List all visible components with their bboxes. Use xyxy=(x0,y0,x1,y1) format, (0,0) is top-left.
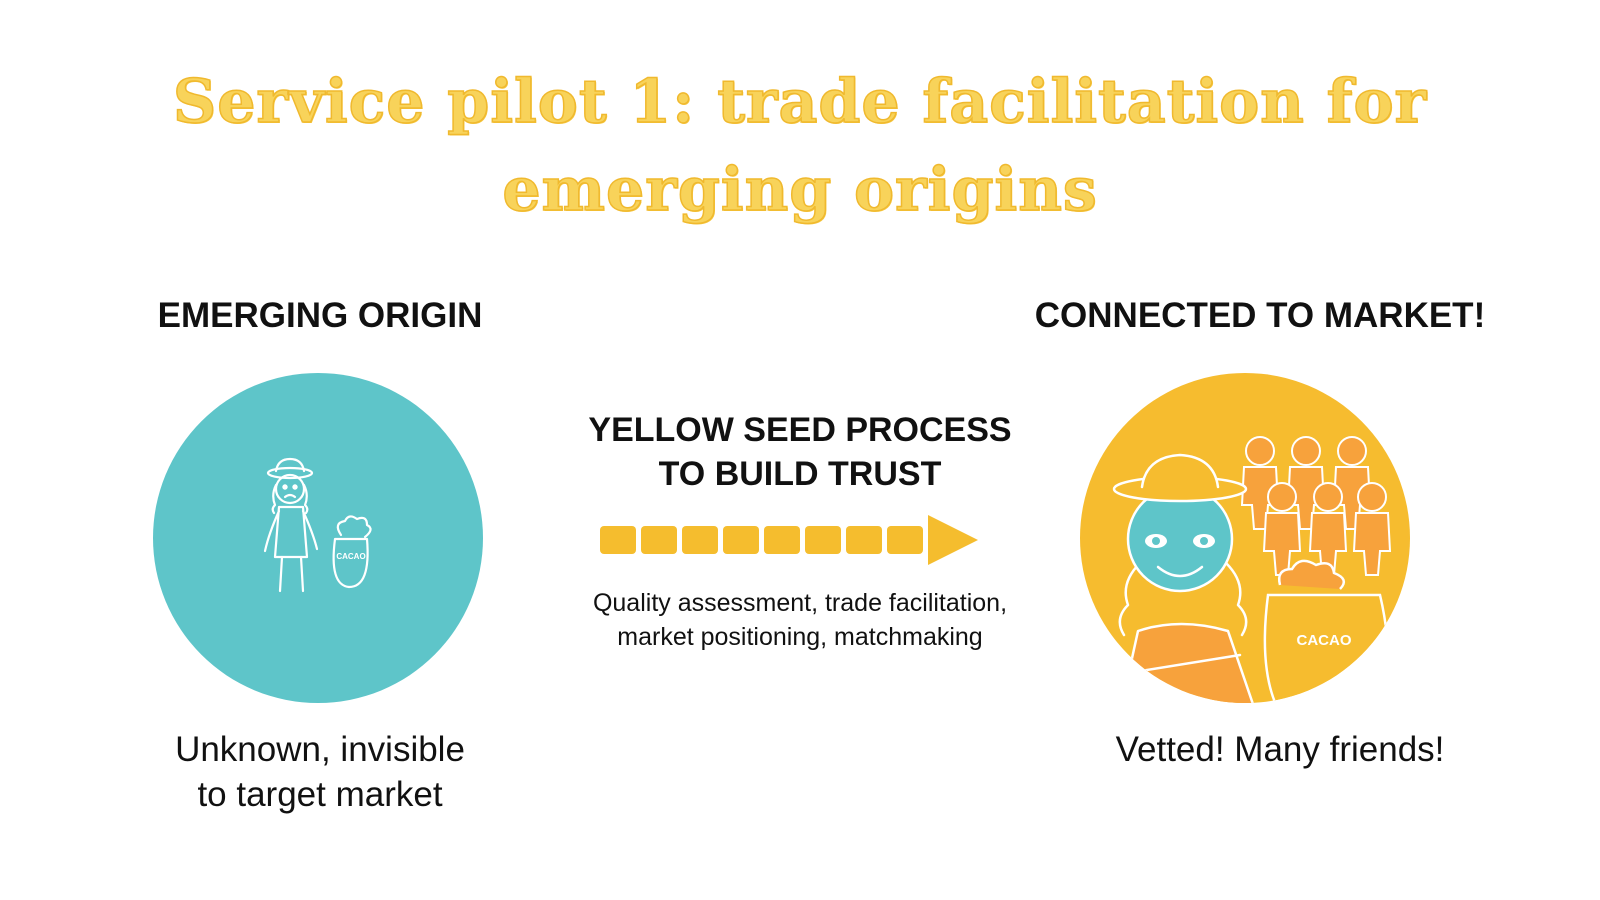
connected-market-illustration: CACAO xyxy=(1080,373,1410,703)
process-description-line1: Quality assessment, trade facilitation, xyxy=(592,589,1008,617)
emerging-origin-caption-line1: Unknown, invisible xyxy=(175,730,465,769)
dashed-arrow-icon xyxy=(600,515,978,565)
right-bag-label: CACAO xyxy=(1297,632,1352,649)
process-description: Quality assessment, trade facilitation, … xyxy=(530,586,1070,654)
emerging-origin-caption: Unknown, invisible to target market xyxy=(110,727,530,817)
left-bag-label: CACAO xyxy=(336,552,365,561)
process-title-line1: YELLOW SEED PROCESS xyxy=(588,411,1012,449)
process-title-line2: TO BUILD TRUST xyxy=(658,455,942,493)
happy-farmer xyxy=(1112,453,1254,703)
slide-title-line2: emerging origins xyxy=(502,154,1098,226)
connected-to-market-heading: CONNECTED TO MARKET! xyxy=(1034,296,1486,335)
connected-farmer-drawing: CACAO xyxy=(1112,436,1392,703)
emerging-origin-heading: EMERGING ORIGIN xyxy=(157,296,483,335)
lonely-farmer-drawing: CACAO xyxy=(263,457,372,593)
slide-title: Service pilot 1: trade facilitation for … xyxy=(0,58,1600,234)
slide-title-line1: Service pilot 1: trade facilitation for xyxy=(172,66,1428,138)
emerging-origin-caption-line2: to target market xyxy=(197,775,443,814)
process-arrow xyxy=(600,512,990,568)
process-description-line2: market positioning, matchmaking xyxy=(617,623,983,651)
connected-market-caption: Vetted! Many friends! xyxy=(1115,730,1445,769)
friends-crowd xyxy=(1240,436,1392,576)
emerging-origin-illustration: CACAO xyxy=(153,373,483,703)
process-title: YELLOW SEED PROCESS TO BUILD TRUST xyxy=(530,408,1070,496)
